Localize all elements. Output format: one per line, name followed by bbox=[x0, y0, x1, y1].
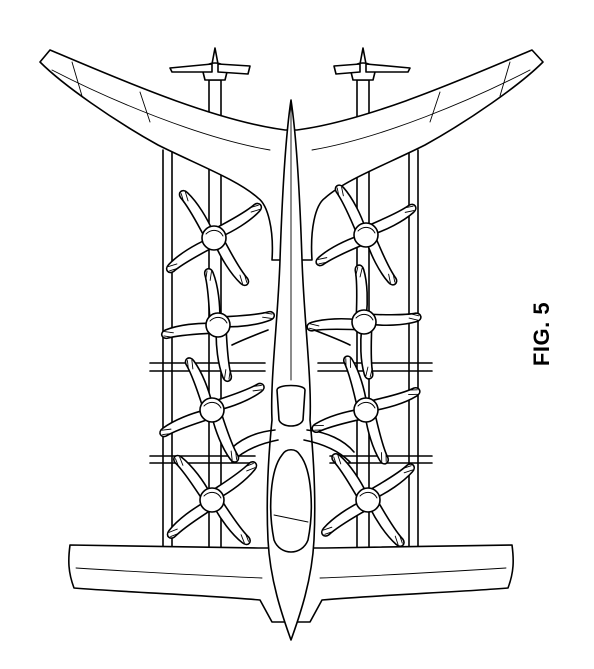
rotor-blade bbox=[359, 327, 374, 380]
rotor-blade bbox=[365, 236, 398, 286]
blade-tip-hatch bbox=[180, 191, 189, 203]
rotor-hub-detail bbox=[355, 313, 374, 321]
rotor-blade bbox=[214, 382, 265, 411]
rotor-hub-detail bbox=[205, 229, 224, 237]
rotor-hub bbox=[353, 397, 379, 423]
rotor-blade bbox=[354, 264, 369, 317]
rotor-blade bbox=[178, 189, 214, 238]
lift-rotor-left-4 bbox=[166, 454, 258, 546]
blade-tip-hatch bbox=[224, 369, 231, 380]
rotor-blade bbox=[215, 329, 233, 383]
rotor-hub-detail bbox=[203, 491, 222, 499]
lift-rotor-left-1 bbox=[165, 189, 263, 287]
blade-tip-hatch bbox=[175, 456, 184, 468]
rotor-hub-detail bbox=[209, 316, 228, 324]
rotor-blade bbox=[331, 453, 368, 500]
lift-rotor-right-1 bbox=[315, 184, 417, 286]
blade-tip-hatch bbox=[205, 270, 212, 281]
blade-tip-hatch bbox=[314, 425, 325, 431]
rotor-blade bbox=[166, 500, 212, 539]
rotor-blade bbox=[211, 412, 240, 463]
blade-tip-hatch bbox=[345, 358, 351, 369]
blade-tip-hatch bbox=[244, 463, 256, 472]
rotor-hub-detail bbox=[357, 226, 376, 234]
rotor-blade bbox=[368, 500, 405, 547]
rotor-hub bbox=[351, 309, 377, 335]
blade-tip-hatch bbox=[249, 204, 261, 213]
lift-rotor-right-2 bbox=[306, 264, 422, 380]
rotor-blade bbox=[369, 312, 422, 327]
rotor-hub bbox=[355, 487, 381, 513]
blade-tip-hatch bbox=[336, 186, 344, 198]
blade-tip-hatch bbox=[355, 266, 363, 278]
rotor-hub bbox=[353, 222, 379, 248]
blade-tip-hatch bbox=[365, 366, 373, 378]
rotor-blade bbox=[203, 267, 221, 321]
blade-tip-hatch bbox=[308, 323, 320, 331]
rotor-blade bbox=[334, 184, 367, 234]
blade-tip-hatch bbox=[333, 454, 342, 466]
rotor-hub bbox=[201, 225, 227, 251]
rotor-blade bbox=[364, 413, 390, 465]
blade-tip-hatch bbox=[394, 534, 403, 546]
blade-tip-hatch bbox=[317, 257, 329, 265]
rotor-blade bbox=[311, 408, 363, 434]
lift-rotor-right-3 bbox=[311, 355, 421, 465]
rotor-blade bbox=[173, 454, 212, 500]
rotor-hub bbox=[199, 487, 225, 513]
lift-rotor-right-4 bbox=[321, 453, 415, 547]
right-boom bbox=[408, 149, 419, 561]
rotor-hub-detail bbox=[203, 401, 222, 409]
rotor-blade bbox=[342, 355, 368, 407]
rotor-blade bbox=[212, 500, 251, 546]
rotor-blade bbox=[315, 234, 365, 267]
blade-tip-hatch bbox=[381, 451, 387, 462]
blade-tip-hatch bbox=[168, 528, 180, 537]
rotor-hub bbox=[205, 312, 231, 338]
blade-tip-hatch bbox=[239, 273, 248, 285]
front-left-propeller bbox=[169, 47, 251, 81]
rotor-blade bbox=[184, 357, 213, 408]
rotor-blade bbox=[214, 238, 250, 287]
blade-tip-hatch bbox=[161, 428, 172, 436]
rotor-blade bbox=[159, 409, 210, 438]
blade-tip-hatch bbox=[408, 313, 420, 321]
blade-tip-hatch bbox=[252, 384, 263, 392]
rotor-blade bbox=[160, 322, 214, 340]
lift-rotor-left-3 bbox=[159, 357, 265, 463]
blade-tip-hatch bbox=[230, 450, 238, 461]
rotor-blade bbox=[214, 202, 263, 238]
rotor-hub-detail bbox=[357, 401, 376, 409]
figure-label: FIG. 5 bbox=[529, 301, 554, 367]
blade-tip-hatch bbox=[402, 465, 414, 474]
rotor-blade bbox=[306, 317, 359, 332]
blade-tip-hatch bbox=[186, 359, 194, 370]
blade-tip-hatch bbox=[388, 272, 396, 284]
lift-rotor-left-2 bbox=[160, 267, 276, 383]
rotor-blade bbox=[222, 310, 276, 328]
rotor-hub-detail bbox=[359, 491, 378, 499]
blade-tip-hatch bbox=[240, 532, 249, 544]
blade-tip-hatch bbox=[163, 331, 174, 338]
rotor-blade bbox=[367, 203, 417, 236]
blade-tip-hatch bbox=[403, 205, 415, 213]
blade-tip-hatch bbox=[167, 263, 179, 272]
blade-tip-hatch bbox=[407, 389, 418, 395]
lift-rotors bbox=[159, 184, 422, 547]
front-right-propeller bbox=[333, 47, 411, 81]
rotor-blade bbox=[368, 463, 415, 500]
rotor-blade bbox=[212, 461, 258, 500]
rotor-blade bbox=[321, 500, 368, 537]
fuselage bbox=[266, 99, 316, 641]
blade-tip-hatch bbox=[322, 526, 334, 535]
rotor-blade bbox=[369, 386, 421, 412]
rotor-hub bbox=[199, 397, 225, 423]
rotor-blade bbox=[165, 238, 214, 274]
blade-tip-hatch bbox=[262, 312, 273, 319]
left-boom bbox=[162, 149, 173, 561]
